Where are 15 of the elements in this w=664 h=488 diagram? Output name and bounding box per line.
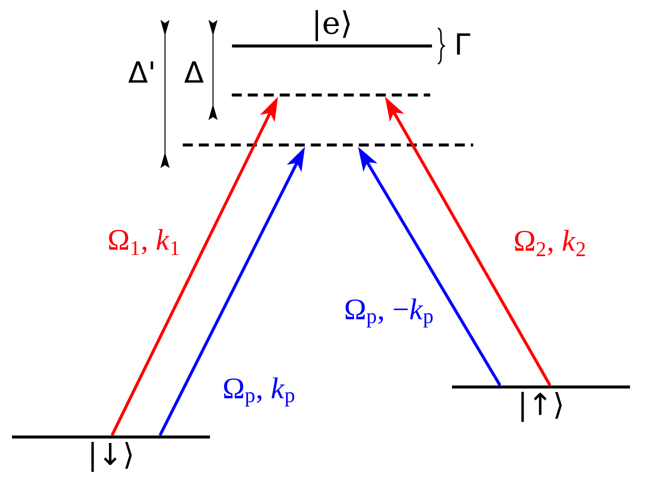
energy-level: |↑⟩	[452, 386, 630, 422]
energy-level: |e⟩	[232, 10, 432, 48]
dashed-level-line	[182, 144, 474, 146]
edge-label: Ω$_{2}$, k$_{2}$	[515, 230, 585, 256]
dimension-label: Δ	[184, 61, 204, 83]
node-label: |e⟩	[316, 10, 350, 42]
edge-label: Ω$_{p}$, −k$_{p}$	[346, 298, 433, 328]
node-label: |↑⟩	[521, 392, 562, 422]
node-label: |↓⟩	[91, 442, 132, 472]
edge-label: Ω$_{1}$, k$_{1}$	[109, 228, 179, 256]
edge-label: Ω$_{p}$, k$_{p}$	[224, 378, 294, 407]
dashed-level-line	[232, 94, 430, 96]
energy-level: |↓⟩	[12, 436, 210, 472]
dimension-label: Δ'	[128, 61, 154, 83]
symbol-label: Γ	[457, 33, 470, 55]
